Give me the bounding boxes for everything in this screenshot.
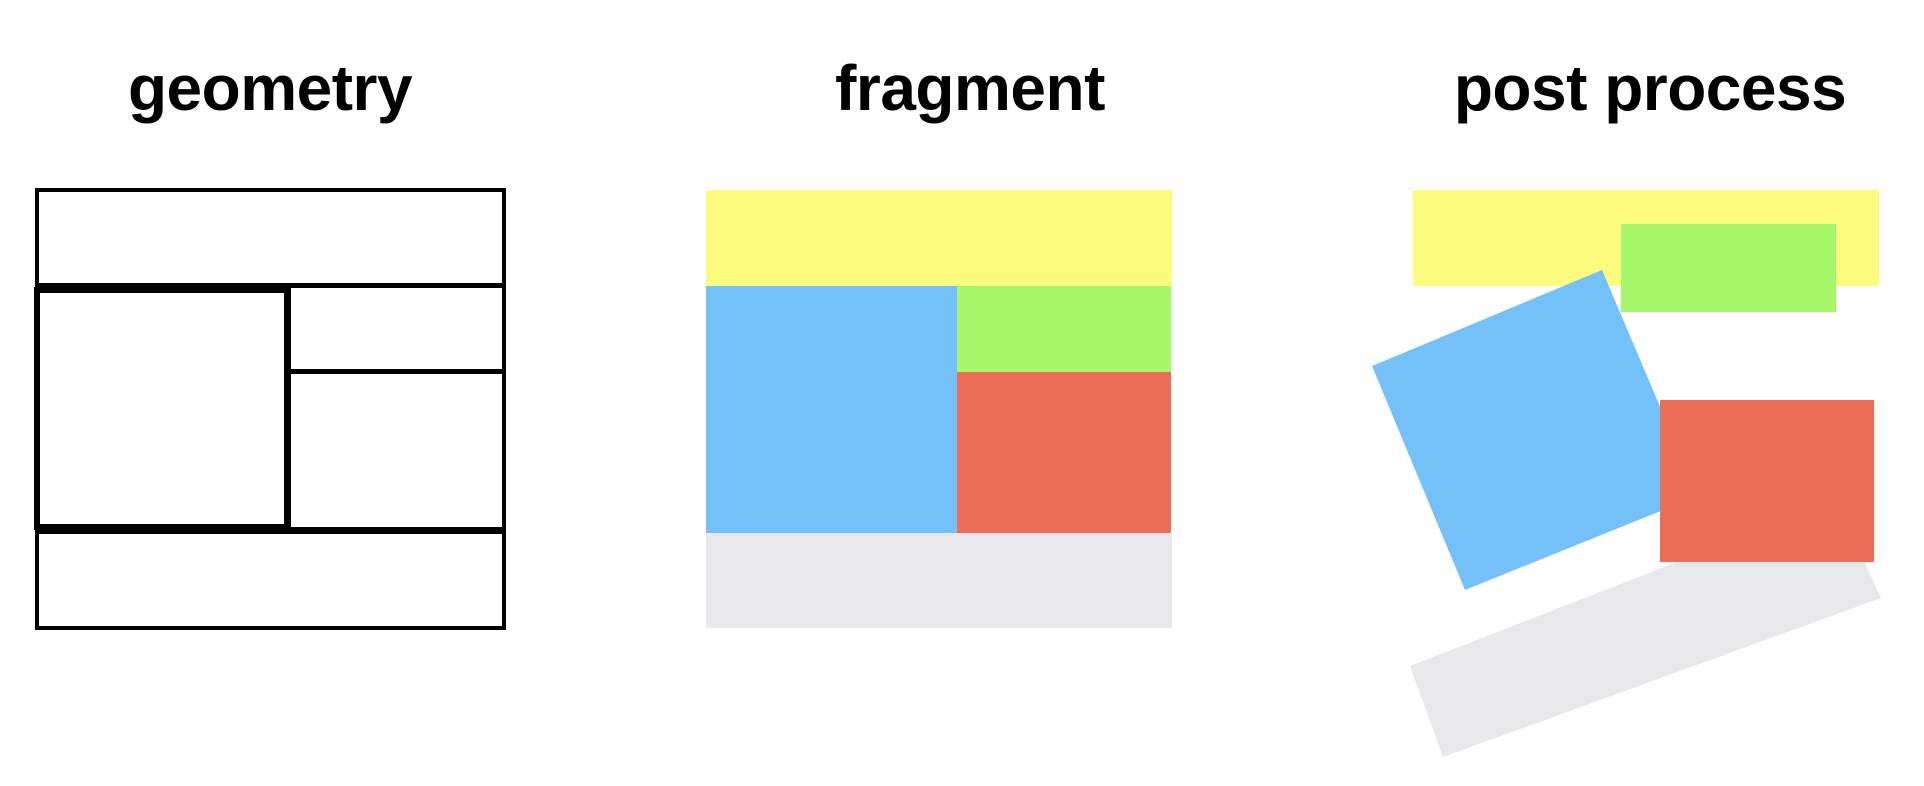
geometry-mid-right-rect [287,370,506,531]
post-process-panel [1372,190,1881,757]
geometry-footer-rect [35,530,506,630]
geometry-top-right-rect [287,284,506,373]
post-red-block [1660,400,1874,562]
post-gray-block [1410,500,1881,757]
post-green-block [1621,224,1836,312]
fragment-gray-block [706,533,1172,628]
fragment-green-block [957,286,1171,372]
fragment-red-block [957,372,1171,533]
geometry-left-rect [34,287,290,530]
geometry-panel [34,188,506,630]
fragment-title: fragment [835,52,1105,124]
post-blue-block [1372,270,1698,590]
geometry-header-rect [35,188,506,287]
post-process-title: post process [1453,52,1847,124]
geometry-outer-frame [35,188,506,630]
fragment-panel [706,190,1172,628]
fragment-yellow-block [706,190,1172,286]
fragment-blue-block [706,286,957,533]
geometry-title: geometry [127,52,413,124]
